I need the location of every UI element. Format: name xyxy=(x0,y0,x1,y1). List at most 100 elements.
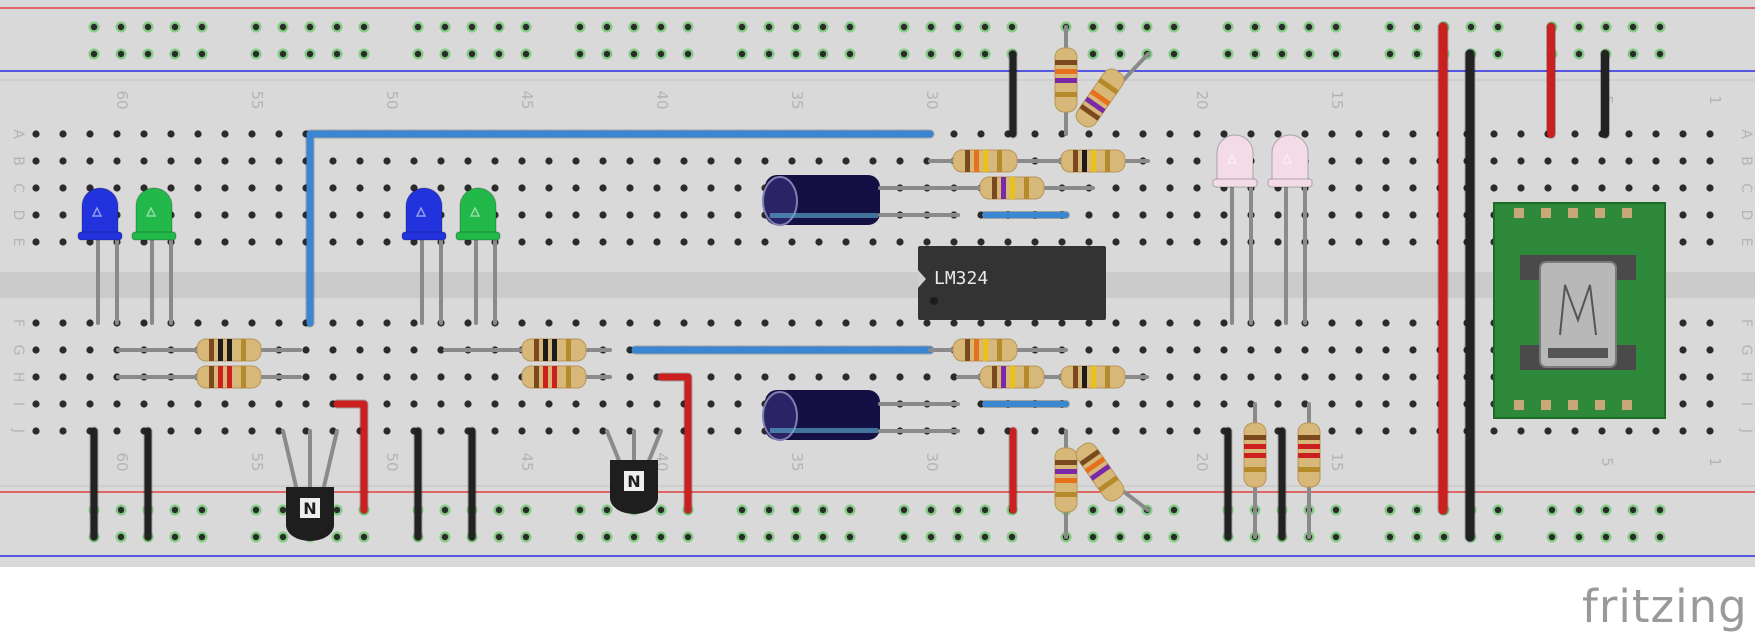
rail-hole xyxy=(603,506,611,514)
rail-hole xyxy=(1386,23,1394,31)
resistor-band xyxy=(1298,453,1320,458)
hole xyxy=(491,400,499,408)
resistor xyxy=(1075,68,1125,128)
hole xyxy=(1004,238,1012,246)
row-letter-left: J xyxy=(10,428,26,433)
hole xyxy=(1625,130,1633,138)
hole xyxy=(545,238,553,246)
hole xyxy=(1382,238,1390,246)
rail-hole xyxy=(468,23,476,31)
rail-hole xyxy=(792,506,800,514)
rail-hole xyxy=(144,50,152,58)
hole xyxy=(356,211,364,219)
row-letter-left: B xyxy=(10,156,26,166)
hole xyxy=(1328,373,1336,381)
red-wire xyxy=(657,373,692,514)
component-lead xyxy=(320,429,339,497)
hole xyxy=(545,211,553,219)
hole xyxy=(896,157,904,165)
hole xyxy=(32,211,40,219)
rail-hole xyxy=(630,50,638,58)
rail-hole xyxy=(765,506,773,514)
hole xyxy=(1652,184,1660,192)
capacitor-stripe xyxy=(770,213,878,218)
hole xyxy=(302,400,310,408)
hole xyxy=(653,184,661,192)
usb-pad xyxy=(1541,208,1551,218)
hole xyxy=(1193,211,1201,219)
hole xyxy=(383,400,391,408)
led-lens xyxy=(1271,134,1309,184)
hole xyxy=(653,211,661,219)
hole xyxy=(545,319,553,327)
usb-pad xyxy=(1541,400,1551,410)
resistor-band xyxy=(1084,96,1106,114)
hole xyxy=(32,400,40,408)
hole xyxy=(518,427,526,435)
hole xyxy=(1085,211,1093,219)
rail-hole xyxy=(954,506,962,514)
hole xyxy=(707,184,715,192)
hole xyxy=(1355,373,1363,381)
hole xyxy=(275,184,283,192)
hole xyxy=(1193,319,1201,327)
transistor-mark: N xyxy=(303,499,316,518)
rail-hole xyxy=(1548,533,1556,541)
hole xyxy=(356,184,364,192)
hole xyxy=(734,373,742,381)
hole xyxy=(1328,427,1336,435)
hole xyxy=(410,400,418,408)
hole xyxy=(1706,238,1714,246)
rail-hole xyxy=(819,533,827,541)
column-number-top: 60 xyxy=(113,90,131,109)
hole xyxy=(1139,184,1147,192)
column-number-top: 40 xyxy=(653,90,671,109)
resistor-band xyxy=(209,339,214,361)
hole xyxy=(707,427,715,435)
hole xyxy=(383,157,391,165)
hole xyxy=(248,400,256,408)
rail-hole xyxy=(1494,50,1502,58)
resistor-band xyxy=(1073,150,1078,172)
hole xyxy=(1355,427,1363,435)
hole xyxy=(1706,157,1714,165)
usb-pad xyxy=(1595,208,1605,218)
hole xyxy=(599,400,607,408)
row-letter-left: D xyxy=(10,210,26,221)
hole xyxy=(1544,184,1552,192)
resistor-band xyxy=(1089,464,1111,481)
rail-hole xyxy=(1386,533,1394,541)
hole xyxy=(1517,130,1525,138)
rail-hole xyxy=(1629,506,1637,514)
rail-hole xyxy=(1656,506,1664,514)
rail-hole xyxy=(1575,50,1583,58)
hole xyxy=(113,184,121,192)
rail-hole xyxy=(441,506,449,514)
rail-hole xyxy=(1629,533,1637,541)
hole xyxy=(1598,427,1606,435)
hole xyxy=(1706,319,1714,327)
rail-hole xyxy=(954,50,962,58)
hole xyxy=(59,184,67,192)
hole xyxy=(599,184,607,192)
rail-hole xyxy=(1008,23,1016,31)
hole xyxy=(1382,211,1390,219)
resistor-band xyxy=(1024,177,1029,199)
hole xyxy=(1679,238,1687,246)
hole xyxy=(518,157,526,165)
hole xyxy=(1382,373,1390,381)
resistor xyxy=(1060,149,1126,173)
rail-hole xyxy=(441,533,449,541)
rail-hole xyxy=(333,506,341,514)
resistor xyxy=(979,176,1045,200)
hole xyxy=(1031,238,1039,246)
hole xyxy=(599,427,607,435)
resistor-band xyxy=(965,150,970,172)
hole xyxy=(626,373,634,381)
hole xyxy=(734,211,742,219)
resistor-band xyxy=(1055,92,1077,97)
components: NN xyxy=(77,25,1666,541)
resistor-band xyxy=(534,366,539,388)
hole xyxy=(842,157,850,165)
rail-hole xyxy=(1440,533,1448,541)
